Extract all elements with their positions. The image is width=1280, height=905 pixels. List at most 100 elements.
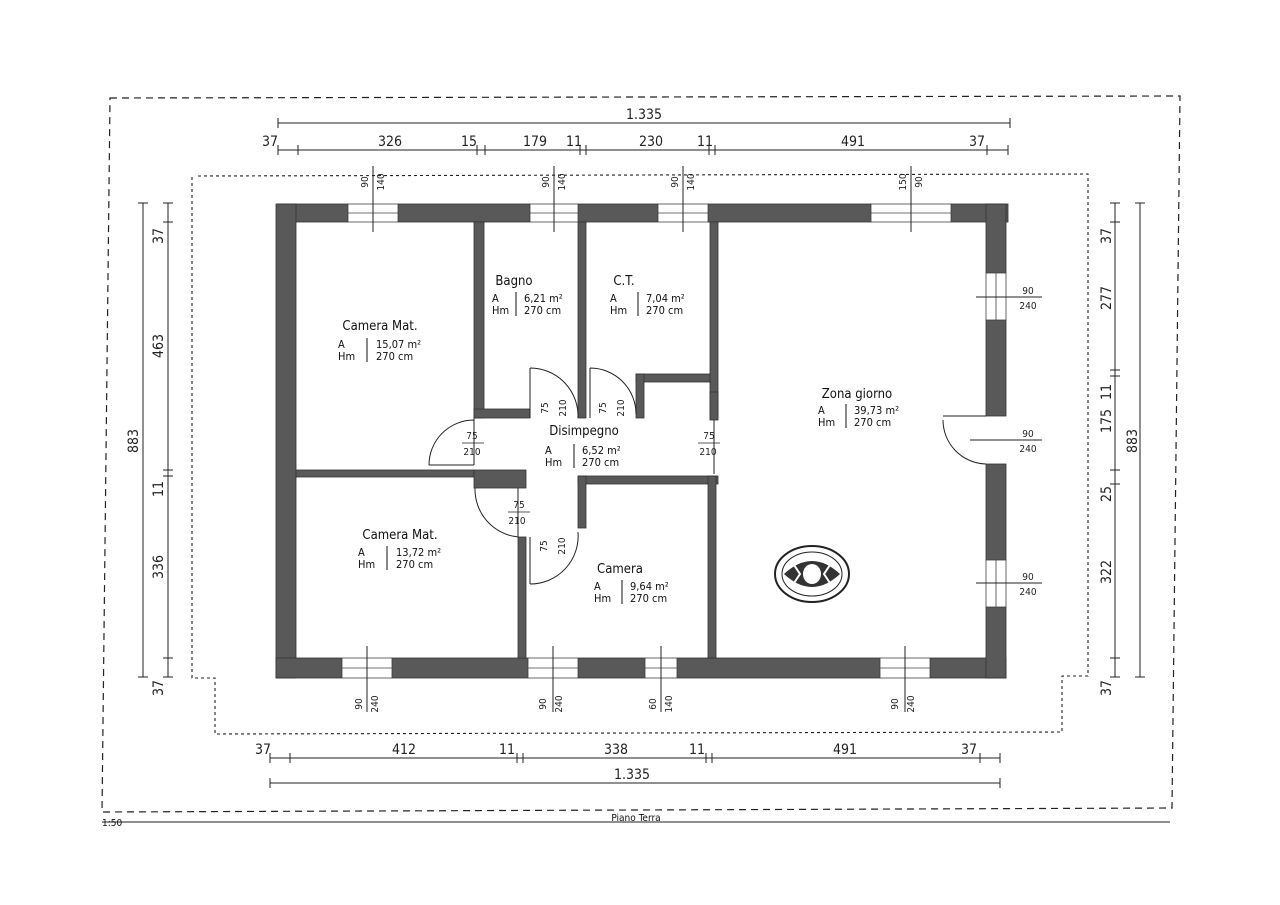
- room-name: Camera: [597, 562, 643, 577]
- door-swings: [428, 367, 987, 585]
- door-1-h: 210: [463, 447, 480, 458]
- room-name: Disimpegno: [549, 424, 619, 439]
- right-seg-2: 11: [1099, 384, 1115, 400]
- bottom-total-label: 1.335: [614, 767, 650, 783]
- room-height: 270 cm: [376, 350, 413, 363]
- bottom-seg-6: 37: [961, 742, 977, 758]
- room-area: 13,72 m²: [396, 546, 441, 559]
- eaves-outline: [191, 173, 1089, 735]
- left-seg-2: 11: [151, 481, 167, 497]
- bottom-window-3-h: 140: [664, 695, 675, 712]
- room-area: 9,64 m²: [630, 580, 669, 593]
- right-dimension-segments: 37 277 11 175 25 322 37: [1099, 202, 1120, 696]
- left-total-label: 883: [126, 429, 142, 453]
- right-seg-3: 175: [1099, 409, 1115, 433]
- walls: [275, 203, 1009, 679]
- right-window-1-h: 240: [1019, 301, 1036, 312]
- room-hm-label: Hm: [338, 350, 355, 363]
- top-window-3-h: 140: [686, 173, 697, 190]
- room-height: 270 cm: [854, 416, 891, 429]
- right-door-w: 90: [1022, 429, 1034, 440]
- room-bagno: Bagno A Hm 6,21 m² 270 cm: [492, 274, 563, 317]
- bottom-seg-0: 37: [255, 742, 271, 758]
- door-5-w: 75: [513, 500, 524, 511]
- top-seg-6: 11: [697, 134, 713, 150]
- top-seg-8: 37: [969, 134, 985, 150]
- bottom-seg-4: 11: [689, 742, 705, 758]
- scale-label: 1:50: [102, 818, 122, 829]
- floor-title: Piano Terra: [611, 813, 660, 824]
- bottom-window-1-h: 240: [370, 695, 381, 712]
- room-a-label: A: [492, 292, 499, 305]
- left-seg-0: 37: [151, 228, 167, 244]
- right-seg-5: 322: [1099, 560, 1115, 584]
- bottom-dimension-segments: 37 412 11 338 11 491 37: [255, 742, 1001, 763]
- window-ticks: [366, 166, 1042, 712]
- outer-boundary: [101, 95, 1181, 813]
- room-height: 270 cm: [396, 558, 433, 571]
- room-hm-label: Hm: [610, 304, 627, 317]
- room-area: 7,04 m²: [646, 292, 685, 305]
- bottom-window-3-w: 60: [648, 698, 659, 710]
- room-a-label: A: [594, 580, 601, 593]
- room-hm-label: Hm: [545, 456, 562, 469]
- room-area: 6,21 m²: [524, 292, 563, 305]
- room-a-label: A: [545, 444, 552, 457]
- door-6-h: 210: [557, 537, 568, 554]
- left-seg-4: 37: [151, 680, 167, 696]
- bottom-seg-1: 412: [392, 742, 416, 758]
- door-5-h: 210: [508, 516, 525, 527]
- bottom-seg-2: 11: [499, 742, 515, 758]
- bottom-seg-3: 338: [604, 742, 628, 758]
- room-name: Camera Mat.: [342, 319, 417, 334]
- top-window-3-w: 90: [670, 176, 681, 188]
- bottom-seg-5: 491: [833, 742, 857, 758]
- top-window-2-w: 90: [541, 176, 552, 188]
- door-4-h: 210: [699, 447, 716, 458]
- door-2-h: 210: [558, 399, 569, 416]
- door-4-w: 75: [703, 431, 714, 442]
- left-dimension-total: 883: [126, 202, 148, 678]
- top-window-4-w: 150: [898, 173, 909, 190]
- room-hm-label: Hm: [492, 304, 509, 317]
- right-window-2-w: 90: [1022, 572, 1034, 583]
- room-camera-mat-1: Camera Mat. A Hm 15,07 m² 270 cm: [338, 319, 421, 363]
- top-window-2-h: 140: [557, 173, 568, 190]
- right-seg-6: 37: [1099, 680, 1115, 696]
- room-ct: C.T. A Hm 7,04 m² 270 cm: [610, 274, 685, 317]
- top-dimension-segments: 37 326 15 179 11 230 11 491 37: [262, 134, 1009, 155]
- room-a-label: A: [358, 546, 365, 559]
- door-2-w: 75: [540, 402, 551, 413]
- room-height: 270 cm: [646, 304, 683, 317]
- top-seg-7: 491: [841, 134, 865, 150]
- window-frames: [341, 203, 1007, 679]
- door-1-w: 75: [466, 431, 477, 442]
- room-height: 270 cm: [630, 592, 667, 605]
- bottom-window-2-w: 90: [538, 698, 549, 710]
- door-6-w: 75: [539, 540, 550, 551]
- room-zona-giorno: Zona giorno A Hm 39,73 m² 270 cm: [818, 387, 899, 429]
- seal-stamp-icon: [774, 545, 850, 603]
- top-seg-5: 230: [639, 134, 663, 150]
- room-area: 6,52 m²: [582, 444, 621, 457]
- bottom-window-4-h: 240: [906, 695, 917, 712]
- left-dimension-segments: 37 463 11 336 37: [151, 202, 173, 696]
- room-area: 15,07 m²: [376, 338, 421, 351]
- room-area: 39,73 m²: [854, 404, 899, 417]
- room-hm-label: Hm: [594, 592, 611, 605]
- room-disimpegno: Disimpegno A Hm 6,52 m² 270 cm: [545, 424, 621, 469]
- left-seg-1: 463: [151, 334, 167, 358]
- top-seg-3: 179: [523, 134, 547, 150]
- room-height: 270 cm: [582, 456, 619, 469]
- right-seg-1: 277: [1099, 286, 1115, 310]
- left-seg-3: 336: [151, 555, 167, 579]
- room-a-label: A: [338, 338, 345, 351]
- door-3-h: 210: [616, 399, 627, 416]
- door-3-w: 75: [598, 402, 609, 413]
- top-window-1-h: 140: [376, 173, 387, 190]
- room-name: Zona giorno: [822, 387, 892, 402]
- right-door-h: 240: [1019, 444, 1036, 455]
- room-height: 270 cm: [524, 304, 561, 317]
- bottom-dimension-total: 1.335: [269, 767, 1001, 788]
